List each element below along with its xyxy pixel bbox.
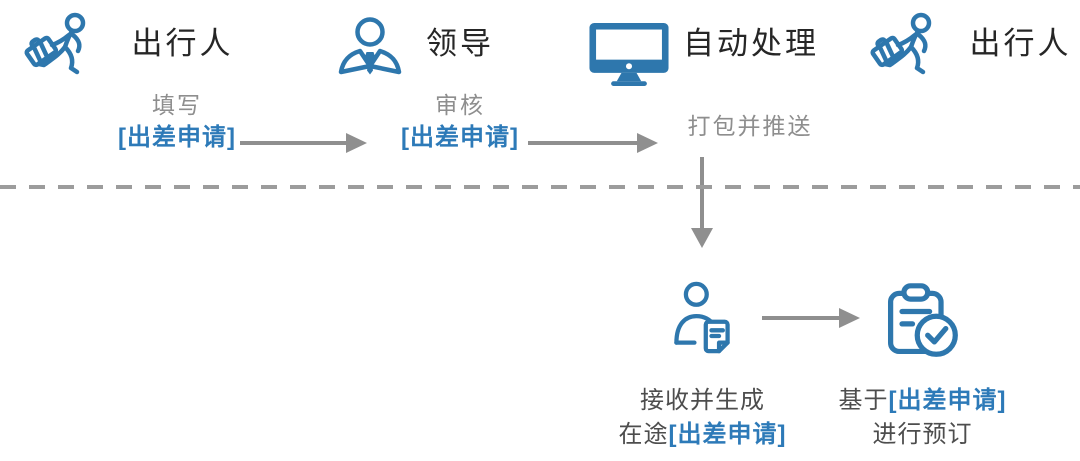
stage-action-review: 审核 [435,92,485,118]
computer-monitor-icon [589,22,669,86]
business-traveler-icon [24,12,86,75]
arrow-leader-to-system [528,133,658,153]
arrow-receiver-to-booking [762,308,860,328]
clipboard-check-icon [887,283,958,357]
stage-title-traveler-1: 出行人 [131,26,234,61]
trip-request-artifact-1: [出差申请] [118,124,236,151]
receive-caption-line1: 接收并生成 [610,387,795,415]
stage-title-auto-processing: 自动处理 [683,26,819,61]
stage-action-package-push: 打包并推送 [687,113,813,139]
leader-icon [338,17,402,75]
arrow-system-to-receiver [691,157,713,248]
dashed-divider [0,185,1080,189]
receive-caption-line2: 在途[出差申请] [595,421,810,449]
person-document-icon [674,281,730,354]
arrow-traveler-to-leader [240,133,367,153]
trip-request-ref-booking: [出差申请] [888,387,1007,414]
stage-title-leader: 领导 [426,26,494,61]
stage-title-traveler-2: 出行人 [969,26,1072,61]
business-traveler-icon [870,12,932,75]
booking-caption-line2: 进行预订 [840,421,1005,449]
booking-caption-line1: 基于[出差申请] [815,387,1030,415]
stage-action-fill: 填写 [152,92,202,118]
receive-caption-text: 接收并生成 [640,387,765,414]
receive-caption-prefix: 在途 [618,421,669,448]
trip-request-ref-intransit: [出差申请] [668,421,787,448]
booking-caption-text: 进行预订 [872,421,973,448]
trip-request-artifact-2: [出差申请] [401,124,519,151]
booking-caption-prefix: 基于 [838,387,889,414]
